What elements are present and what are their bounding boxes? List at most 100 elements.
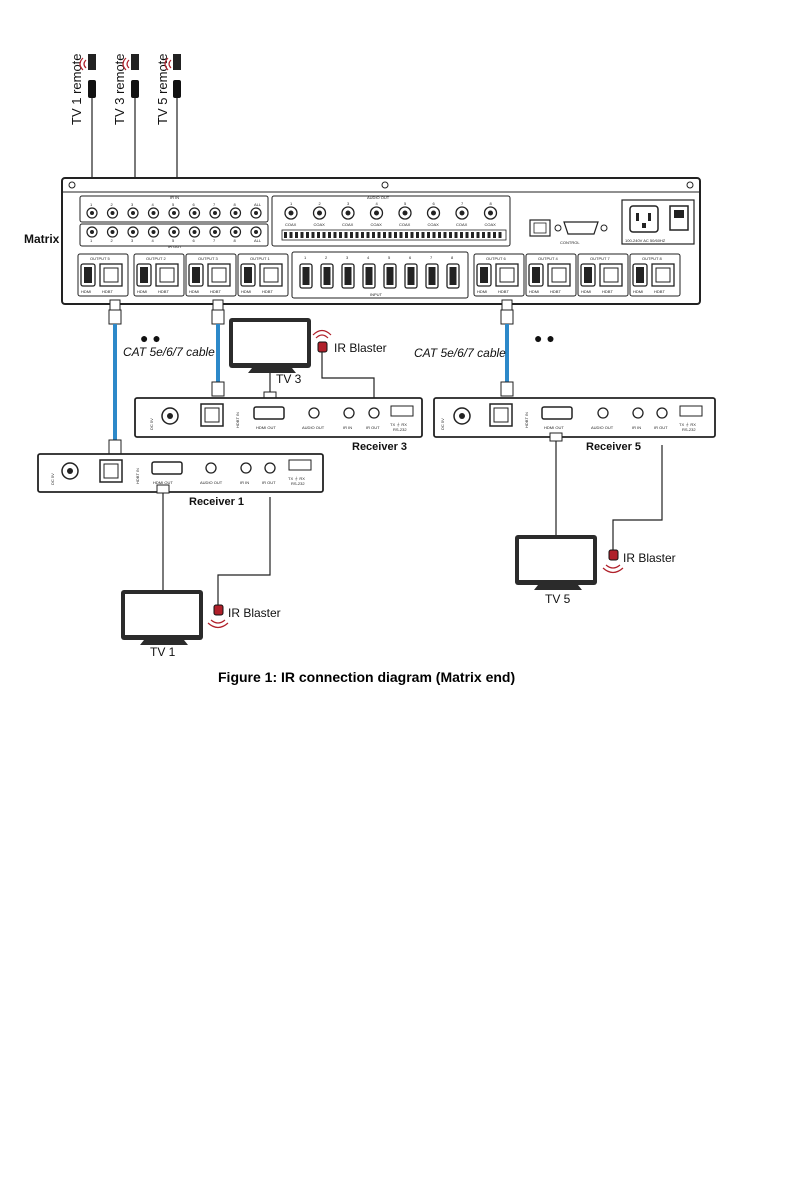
output-group: OUTPUT 3 HDMI HDBT [185, 253, 237, 297]
output-label: OUTPUT 7 [590, 256, 610, 261]
receiver-5-ir-out: IR OUT [654, 425, 668, 430]
coax-label: COAX [314, 222, 326, 227]
ir-in-port-number: 6 [193, 202, 196, 207]
ir-out-port-number: 4 [152, 238, 155, 243]
remote-label-tv3: TV 3 remote [112, 53, 127, 125]
ir-in-label: IR IN [170, 195, 179, 200]
hdbt-label: HDBT [262, 289, 273, 294]
hdbt-label: HDBT [102, 289, 113, 294]
ir-in-port-number: 8 [234, 202, 237, 207]
ir-out-port-number: 6 [193, 238, 196, 243]
coax-port-number: 6 [433, 201, 436, 206]
cat-cable-receiver-5 [500, 299, 514, 397]
input-port-number: 4 [367, 255, 370, 260]
ir-out-port-number: 7 [213, 238, 216, 243]
receiver-5-ir-in: IR IN [632, 425, 641, 430]
hdbt-label: HDBT [654, 289, 665, 294]
tv-3-label: TV 3 [276, 372, 302, 386]
ir-in-port-number: ALL [254, 202, 262, 207]
receiver-1-hdmi-out: HDMI OUT [153, 480, 173, 485]
receiver-3-hdbt-in: HDBT IN [235, 412, 240, 428]
ir-out-label: IR OUT [168, 244, 182, 249]
hdbt-output-port [495, 263, 519, 287]
ir-blaster-1: IR Blaster [207, 604, 281, 629]
receiver-1-hdbt-in: HDBT IN [135, 468, 140, 484]
input-port-number: 8 [451, 255, 454, 260]
coax-label: COAX [428, 222, 440, 227]
receiver-5: DC 5V HDBT IN HDMI OUT AUDIO OUT IR IN I… [433, 397, 716, 438]
dots-left: ● ● [140, 330, 161, 346]
remote-label-tv1: TV 1 remote [69, 53, 84, 125]
receiver-5-name: Receiver 5 [586, 441, 641, 453]
input-port-number: 1 [304, 255, 307, 260]
output-label: OUTPUT 2 [146, 256, 166, 261]
cable-label-left: CAT 5e/6/7 cable [123, 345, 215, 359]
ir-in-port-number: 1 [90, 202, 93, 207]
ir-out-port-number: ALL [254, 238, 262, 243]
hdbt-output-port [155, 263, 179, 287]
ir-blaster-1-label: IR Blaster [228, 606, 281, 620]
coax-label: COAX [485, 222, 497, 227]
hdbt-label: HDBT [498, 289, 509, 294]
receiver-5-hdbt-in: HDBT IN [524, 412, 529, 428]
receiver-5-rs232: TX ⏚ RX [679, 421, 696, 427]
coax-label: COAX [456, 222, 468, 227]
receiver-1-name: Receiver 1 [189, 496, 244, 508]
coax-port-number: 7 [461, 201, 464, 206]
hdbt-label: HDBT [550, 289, 561, 294]
receiver-3-ir-out: IR OUT [366, 425, 380, 430]
hdbt-output-port [99, 263, 123, 287]
coax-port-number: 3 [347, 201, 350, 206]
receiver-1: DC 5V HDBT IN HDMI OUT AUDIO OUT IR IN I… [37, 453, 324, 493]
remote-tv5: TV 5 remote [155, 53, 181, 180]
tv-3: TV 3 [229, 318, 311, 401]
output-label: OUTPUT 4 [538, 256, 558, 261]
output-group: OUTPUT 4 HDMI HDBT [525, 253, 577, 297]
ir-out-port-number: 8 [234, 238, 237, 243]
ir-out-port-number: 5 [172, 238, 175, 243]
hdbt-label: HDBT [210, 289, 221, 294]
ir-out-port-number: 2 [111, 238, 114, 243]
figure-caption: Figure 1: IR connection diagram (Matrix … [218, 669, 515, 685]
hdmi-label: HDMI [189, 289, 199, 294]
power-label: 100-240V AC 50/60HZ [625, 238, 666, 243]
ir-blaster-3: IR Blaster [312, 329, 387, 400]
ir-out-port-number: 3 [131, 238, 134, 243]
input-port-number: 6 [409, 255, 412, 260]
receiver-3-ir-in: IR IN [343, 425, 352, 430]
coax-port-number: 1 [290, 201, 293, 206]
cable-label-right: CAT 5e/6/7 cable [414, 346, 506, 360]
receiver-3-name: Receiver 3 [352, 441, 407, 453]
receiver-1-audio-out: AUDIO OUT [200, 480, 223, 485]
coax-label: COAX [371, 222, 383, 227]
ir-in-port-number: 2 [111, 202, 114, 207]
hdmi-label: HDMI [529, 289, 539, 294]
output-label: OUTPUT 3 [198, 256, 218, 261]
coax-port-number: 8 [490, 201, 493, 206]
tv-1-label: TV 1 [150, 645, 176, 659]
cat-cable-receiver-3 [211, 299, 225, 397]
input-port-number: 5 [388, 255, 391, 260]
hdbt-output-port [547, 263, 571, 287]
coax-port-number: 4 [376, 201, 379, 206]
ir-in-port-number: 3 [131, 202, 134, 207]
coax-label: COAX [285, 222, 297, 227]
hdmi-label: HDMI [81, 289, 91, 294]
hdmi-label: HDMI [581, 289, 591, 294]
output-label: OUTPUT 1 [250, 256, 270, 261]
receiver-3-hdmi-out: HDMI OUT [256, 425, 276, 430]
ir-in-port-number: 4 [152, 202, 155, 207]
cat-cable-receiver-1 [108, 299, 122, 455]
receiver-3: DC 5V HDBT IN HDMI OUT AUDIO OUT IR IN I… [134, 397, 423, 438]
audio-out-label: AUDIO OUT [367, 195, 390, 200]
receiver-1-ir-in: IR IN [240, 480, 249, 485]
tv-5: TV 5 [515, 535, 597, 606]
input-port-number: 2 [325, 255, 328, 260]
